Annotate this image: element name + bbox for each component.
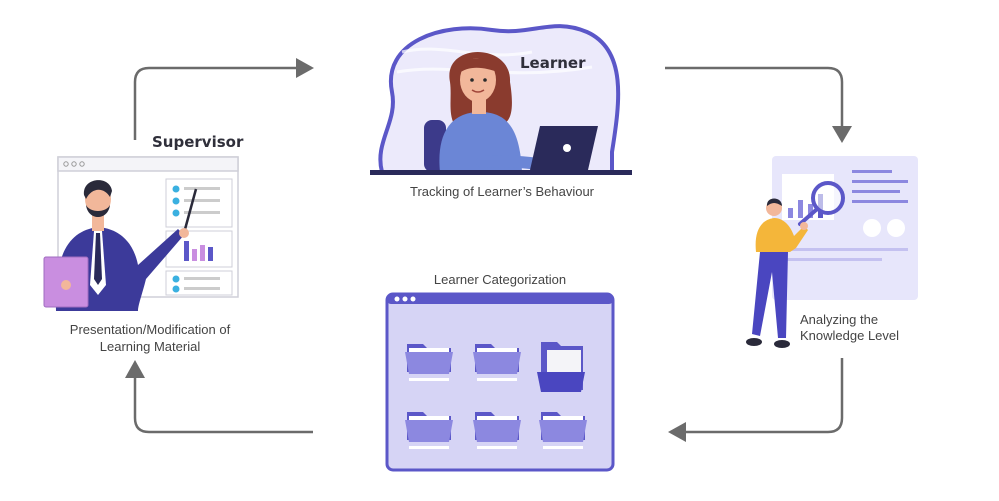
learner-role-label: Learner: [520, 54, 586, 72]
supervisor-role-label: Supervisor: [152, 133, 244, 151]
arrow-right-icon: [296, 58, 314, 78]
folder-icon: [405, 344, 453, 381]
analyzing-label-line1: Analyzing the: [800, 312, 879, 327]
arrow-left-icon: [668, 422, 686, 442]
categorization-label: Learner Categorization: [433, 272, 567, 287]
flow-line-bottom-right: [684, 358, 844, 434]
magnifier-icon: [798, 181, 845, 226]
analyzing-label-line2: Knowledge Level: [800, 328, 900, 343]
presentation-label-line1: Presentation/Modification of: [69, 322, 231, 337]
learner-illustration: [370, 24, 632, 175]
arrow-up-icon: [125, 360, 145, 378]
analyzing-illustration: [746, 156, 918, 348]
presentation-label-line2: Learning Material: [99, 339, 201, 354]
flow-line-top-right: [665, 66, 844, 128]
flow-line-bottom-left: [133, 376, 313, 434]
folder-icon: [473, 344, 521, 381]
checkmark-icon: [172, 185, 220, 217]
categorization-window: [385, 292, 615, 472]
folder-icon: [473, 412, 521, 449]
flow-line-top-left: [133, 66, 298, 140]
bar-chart-icon: [184, 241, 213, 261]
folder-icon: [537, 342, 585, 392]
tracking-label: Tracking of Learner’s Behaviour: [409, 184, 595, 199]
folder-icon: [405, 412, 453, 449]
laptop-icon: [530, 126, 598, 170]
folder-icon: [539, 412, 587, 449]
supervisor-illustration: [43, 156, 239, 311]
arrow-down-icon: [832, 126, 852, 143]
